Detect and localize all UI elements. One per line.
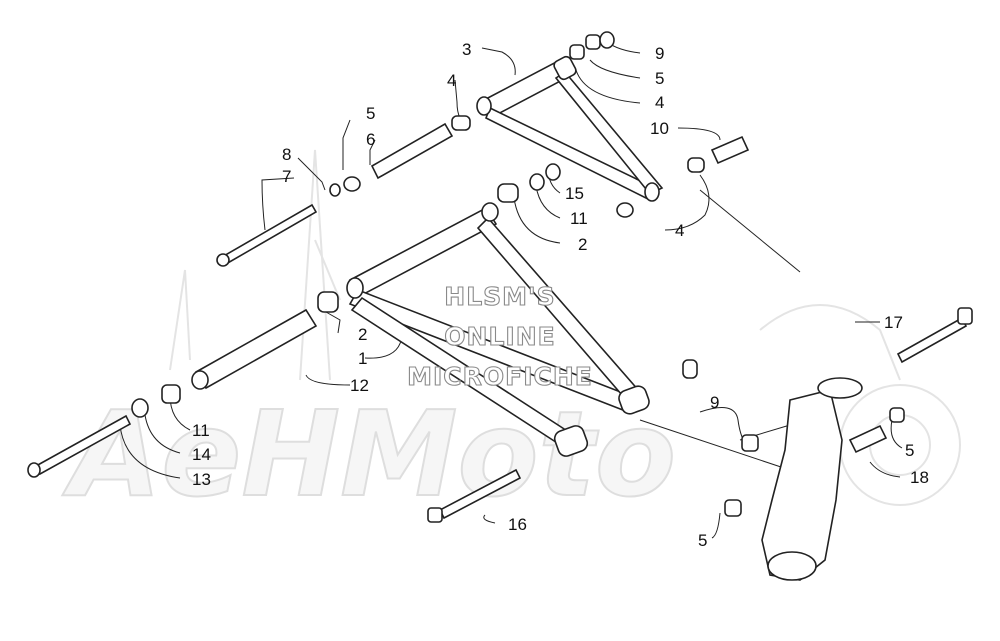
callout-7: 7	[282, 167, 291, 186]
callout-8: 8	[282, 145, 291, 164]
watermark-line-3: MICROFICHE	[407, 362, 593, 391]
callout-labels: 3 9 5 4 4 10 4 5 6 8 7 15 11 2 2 1 12 11…	[192, 40, 929, 550]
callout-4-lower: 4	[675, 221, 684, 240]
callout-6: 6	[366, 130, 375, 149]
callout-1: 1	[358, 349, 367, 368]
callout-13: 13	[192, 470, 211, 489]
callout-17: 17	[884, 313, 903, 332]
lower-a-arm	[346, 202, 650, 457]
spindle-assembly	[724, 307, 973, 581]
callout-18: 18	[910, 468, 929, 487]
watermark-text: HLSM'S ONLINE MICROFICHE	[407, 281, 593, 391]
callout-11-top: 11	[570, 209, 588, 228]
callout-16: 16	[508, 515, 527, 534]
lower-hardware	[27, 163, 698, 523]
watermark-line-2: ONLINE	[444, 322, 555, 351]
callout-4-left: 4	[447, 71, 456, 90]
callout-5-pin: 5	[366, 104, 375, 123]
callout-11-lower: 11	[192, 421, 210, 440]
callout-4-right: 4	[655, 93, 664, 112]
callout-3: 3	[462, 40, 471, 59]
callout-12: 12	[350, 376, 369, 395]
watermark-line-1: HLSM'S	[444, 282, 555, 311]
watermark-brand: AeHMoto	[62, 385, 676, 523]
callout-9-lower: 9	[710, 393, 719, 412]
callout-5-right: 5	[905, 441, 914, 460]
callout-14: 14	[192, 445, 211, 464]
upper-hardware	[216, 31, 750, 267]
callout-10: 10	[650, 119, 669, 138]
callout-5-top: 5	[655, 69, 664, 88]
callout-5-bottom: 5	[698, 531, 707, 550]
callout-2-top: 2	[578, 235, 587, 254]
upper-a-arm	[476, 55, 664, 202]
callout-2-lower: 2	[358, 325, 367, 344]
callout-15: 15	[565, 184, 584, 203]
callout-9-top: 9	[655, 44, 664, 63]
